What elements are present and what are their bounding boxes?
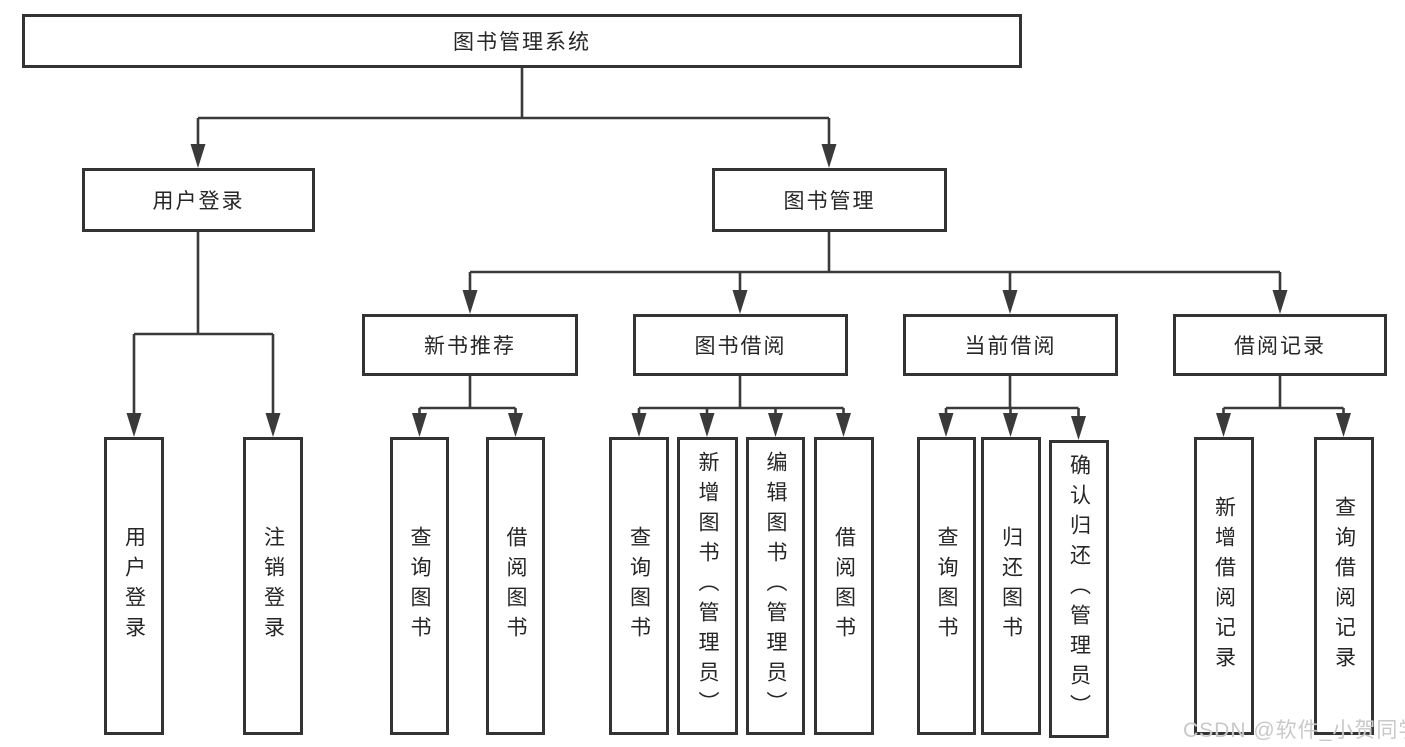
node-label: 用户登录 <box>122 526 146 646</box>
node-leaf-logout: 注销登录 <box>243 437 303 735</box>
node-label: 查询图书 <box>935 526 958 646</box>
connector-book-borrow-children <box>631 376 851 437</box>
node-label: 图书管理系统 <box>453 31 591 54</box>
node-label: 借阅图书 <box>832 526 856 646</box>
node-leaf-query-books-3: 查询图书 <box>917 437 976 735</box>
node-leaf-edit-books-admin: 编辑图书（管理员） <box>746 437 805 735</box>
node-label: 编辑图书（管理员） <box>764 451 787 721</box>
node-label: 查询图书 <box>627 526 651 646</box>
connector-user-login-children <box>126 232 281 437</box>
arrowhead-icon <box>412 413 427 437</box>
node-label: 图书管理 <box>783 190 876 213</box>
node-user-login: 用户登录 <box>82 168 315 232</box>
node-leaf-borrow-books-2: 借阅图书 <box>814 437 874 735</box>
node-leaf-user-login: 用户登录 <box>104 437 164 735</box>
arrowhead-icon <box>699 413 715 437</box>
node-library-management-system: 图书管理系统 <box>22 14 1022 68</box>
node-book-borrowing: 图书借阅 <box>633 314 848 376</box>
node-leaf-return-books: 归还图书 <box>981 437 1041 735</box>
node-label: 归还图书 <box>999 526 1023 646</box>
connector-root-to-level2 <box>190 68 837 168</box>
node-borrowing-records: 借阅记录 <box>1173 314 1387 376</box>
arrowhead-icon <box>190 144 206 168</box>
connector-borrow-records-children <box>1216 376 1351 437</box>
node-label: 借阅记录 <box>1234 335 1326 358</box>
node-label: 当前借阅 <box>964 335 1057 358</box>
arrowhead-icon <box>265 413 281 437</box>
node-label: 借阅图书 <box>504 526 527 646</box>
node-leaf-query-books-2: 查询图书 <box>609 437 669 735</box>
arrowhead-icon <box>1071 416 1086 440</box>
arrowhead-icon <box>732 290 748 314</box>
node-current-borrowing: 当前借阅 <box>903 314 1118 376</box>
arrowhead-icon <box>821 144 837 168</box>
node-book-management: 图书管理 <box>712 168 947 232</box>
node-leaf-query-books-1: 查询图书 <box>390 437 449 735</box>
node-leaf-add-borrow-record: 新增借阅记录 <box>1194 437 1254 735</box>
node-label: 注销登录 <box>261 526 285 646</box>
arrowhead-icon <box>126 413 142 437</box>
connector-book-management-children <box>462 232 1288 314</box>
node-label: 用户登录 <box>152 190 245 213</box>
node-leaf-add-books-admin: 新增图书（管理员） <box>677 437 738 735</box>
node-label: 确认归还（管理员） <box>1067 454 1091 724</box>
arrowhead-icon <box>631 413 647 437</box>
node-leaf-confirm-return-admin: 确认归还（管理员） <box>1049 440 1109 738</box>
arrowhead-icon <box>836 413 851 437</box>
node-label: 新增借阅记录 <box>1212 496 1236 676</box>
node-leaf-borrow-books-1: 借阅图书 <box>486 437 545 735</box>
node-leaf-query-borrow-record: 查询借阅记录 <box>1314 437 1374 735</box>
node-new-book-recommendation: 新书推荐 <box>362 314 578 376</box>
node-label: 查询图书 <box>408 526 431 646</box>
node-label: 查询借阅记录 <box>1332 496 1356 676</box>
csdn-watermark: CSDN @软件_小贺同学 <box>1183 719 1405 742</box>
arrowhead-icon <box>1003 413 1018 437</box>
node-label: 图书借阅 <box>694 335 787 358</box>
arrowhead-icon <box>1002 290 1018 314</box>
connector-new-book-rec-children <box>412 376 523 437</box>
arrowhead-icon <box>1216 413 1231 437</box>
node-label: 新增图书（管理员） <box>696 451 719 721</box>
arrowhead-icon <box>1272 290 1288 314</box>
arrowhead-icon <box>462 290 478 314</box>
node-label: 新书推荐 <box>424 335 516 358</box>
arrowhead-icon <box>508 413 523 437</box>
arrowhead-icon <box>1336 413 1351 437</box>
arrowhead-icon <box>938 413 954 437</box>
arrowhead-icon <box>768 413 783 437</box>
connector-current-borrow-children <box>938 376 1086 440</box>
